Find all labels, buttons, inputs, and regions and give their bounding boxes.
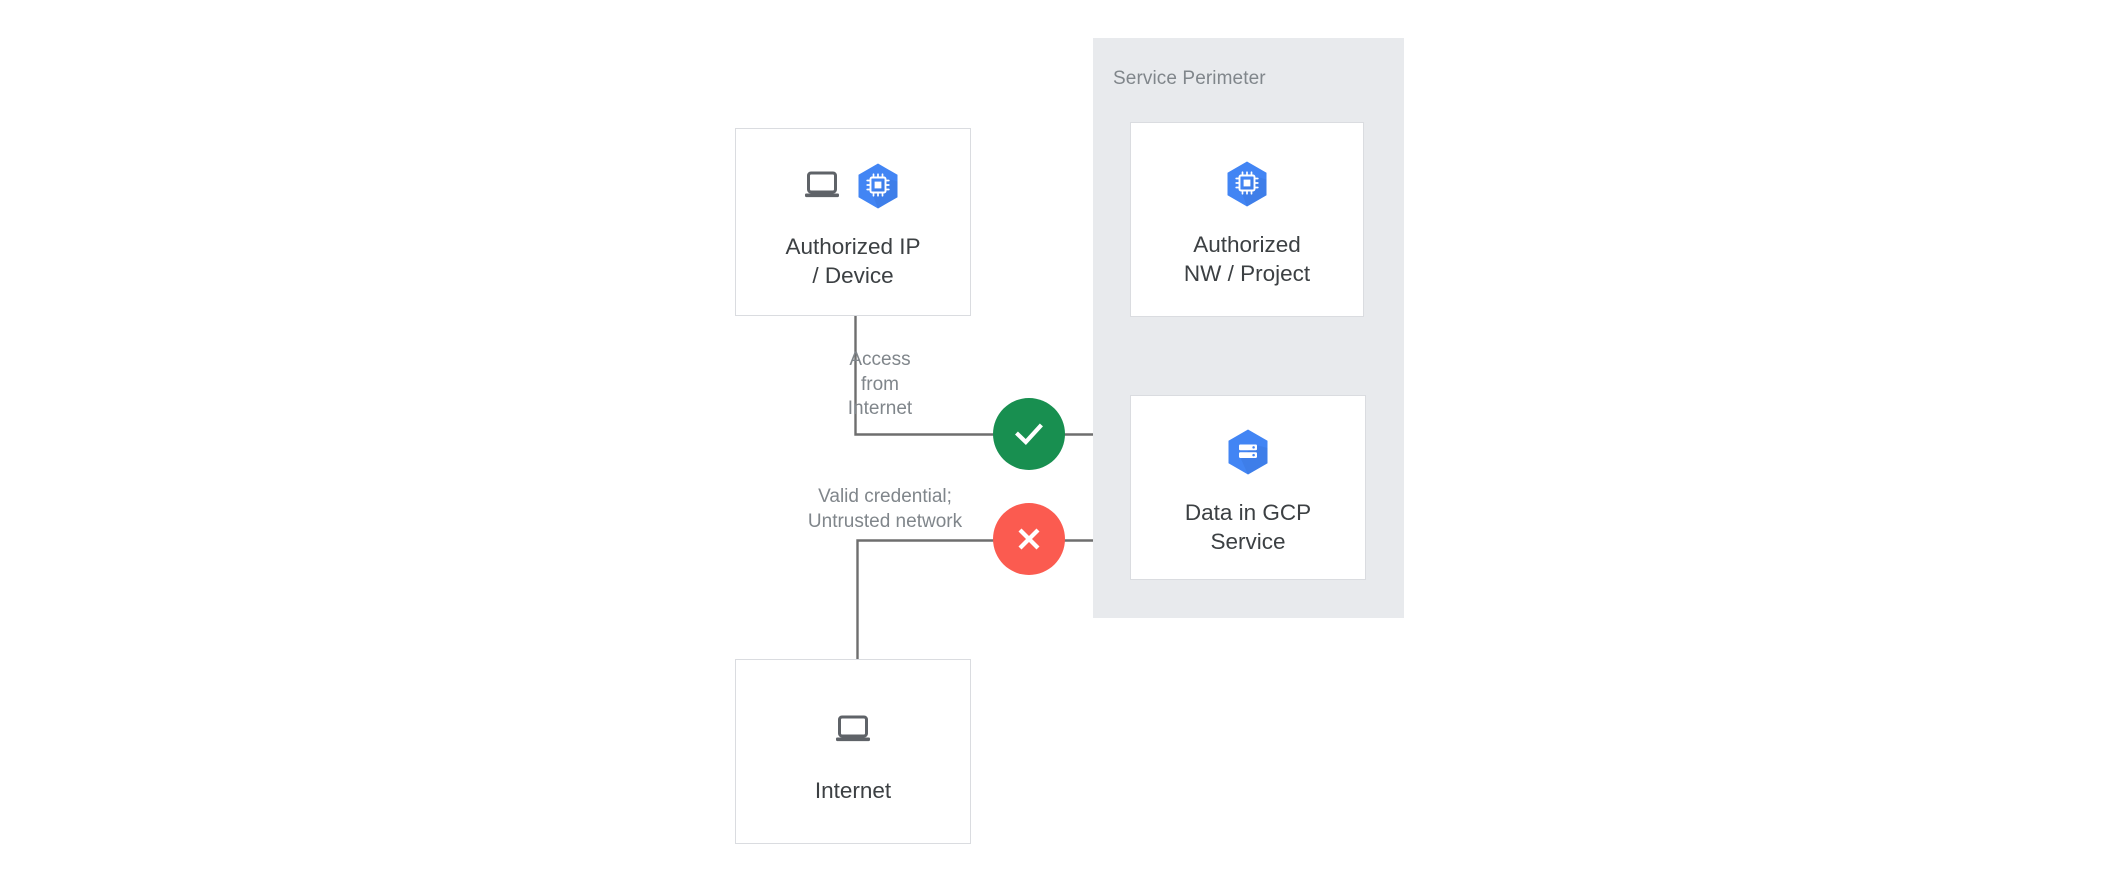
node-icon-group	[835, 698, 871, 760]
gcp-compute-chip-icon	[1227, 161, 1267, 206]
node-label: Internet	[814, 778, 892, 803]
status-badge-denied	[993, 503, 1065, 575]
service-perimeter-label: Service Perimeter	[1113, 68, 1266, 89]
status-badge-allowed	[993, 398, 1065, 470]
node-authorized-ip-device[interactable]: Authorized IP / Device	[735, 128, 971, 316]
node-icon-group	[804, 154, 902, 216]
close-icon	[1018, 528, 1040, 550]
laptop-icon	[805, 171, 839, 198]
node-internet[interactable]: Internet	[735, 659, 971, 844]
node-data-in-gcp-service[interactable]: Data in GCP Service	[1130, 395, 1366, 580]
gcp-compute-chip-icon	[858, 163, 898, 209]
node-label: Authorized IP / Device	[785, 234, 921, 288]
node-icon-group	[1223, 152, 1271, 214]
connector-deny-path	[856, 539, 1130, 659]
laptop-icon	[836, 715, 870, 742]
node-icon-group	[1224, 420, 1272, 482]
edge-label-valid-credential-untrusted-network: Valid credential; Untrusted network	[807, 486, 963, 532]
edge-label-access-from-internet: Access from Internet	[847, 349, 913, 419]
node-label: Data in GCP Service	[1184, 499, 1312, 554]
node-label: Authorized NW / Project	[1183, 231, 1311, 286]
node-authorized-nw-project[interactable]: Authorized NW / Project	[1130, 122, 1364, 317]
check-icon	[1015, 423, 1043, 446]
gcp-database-icon	[1228, 429, 1268, 474]
